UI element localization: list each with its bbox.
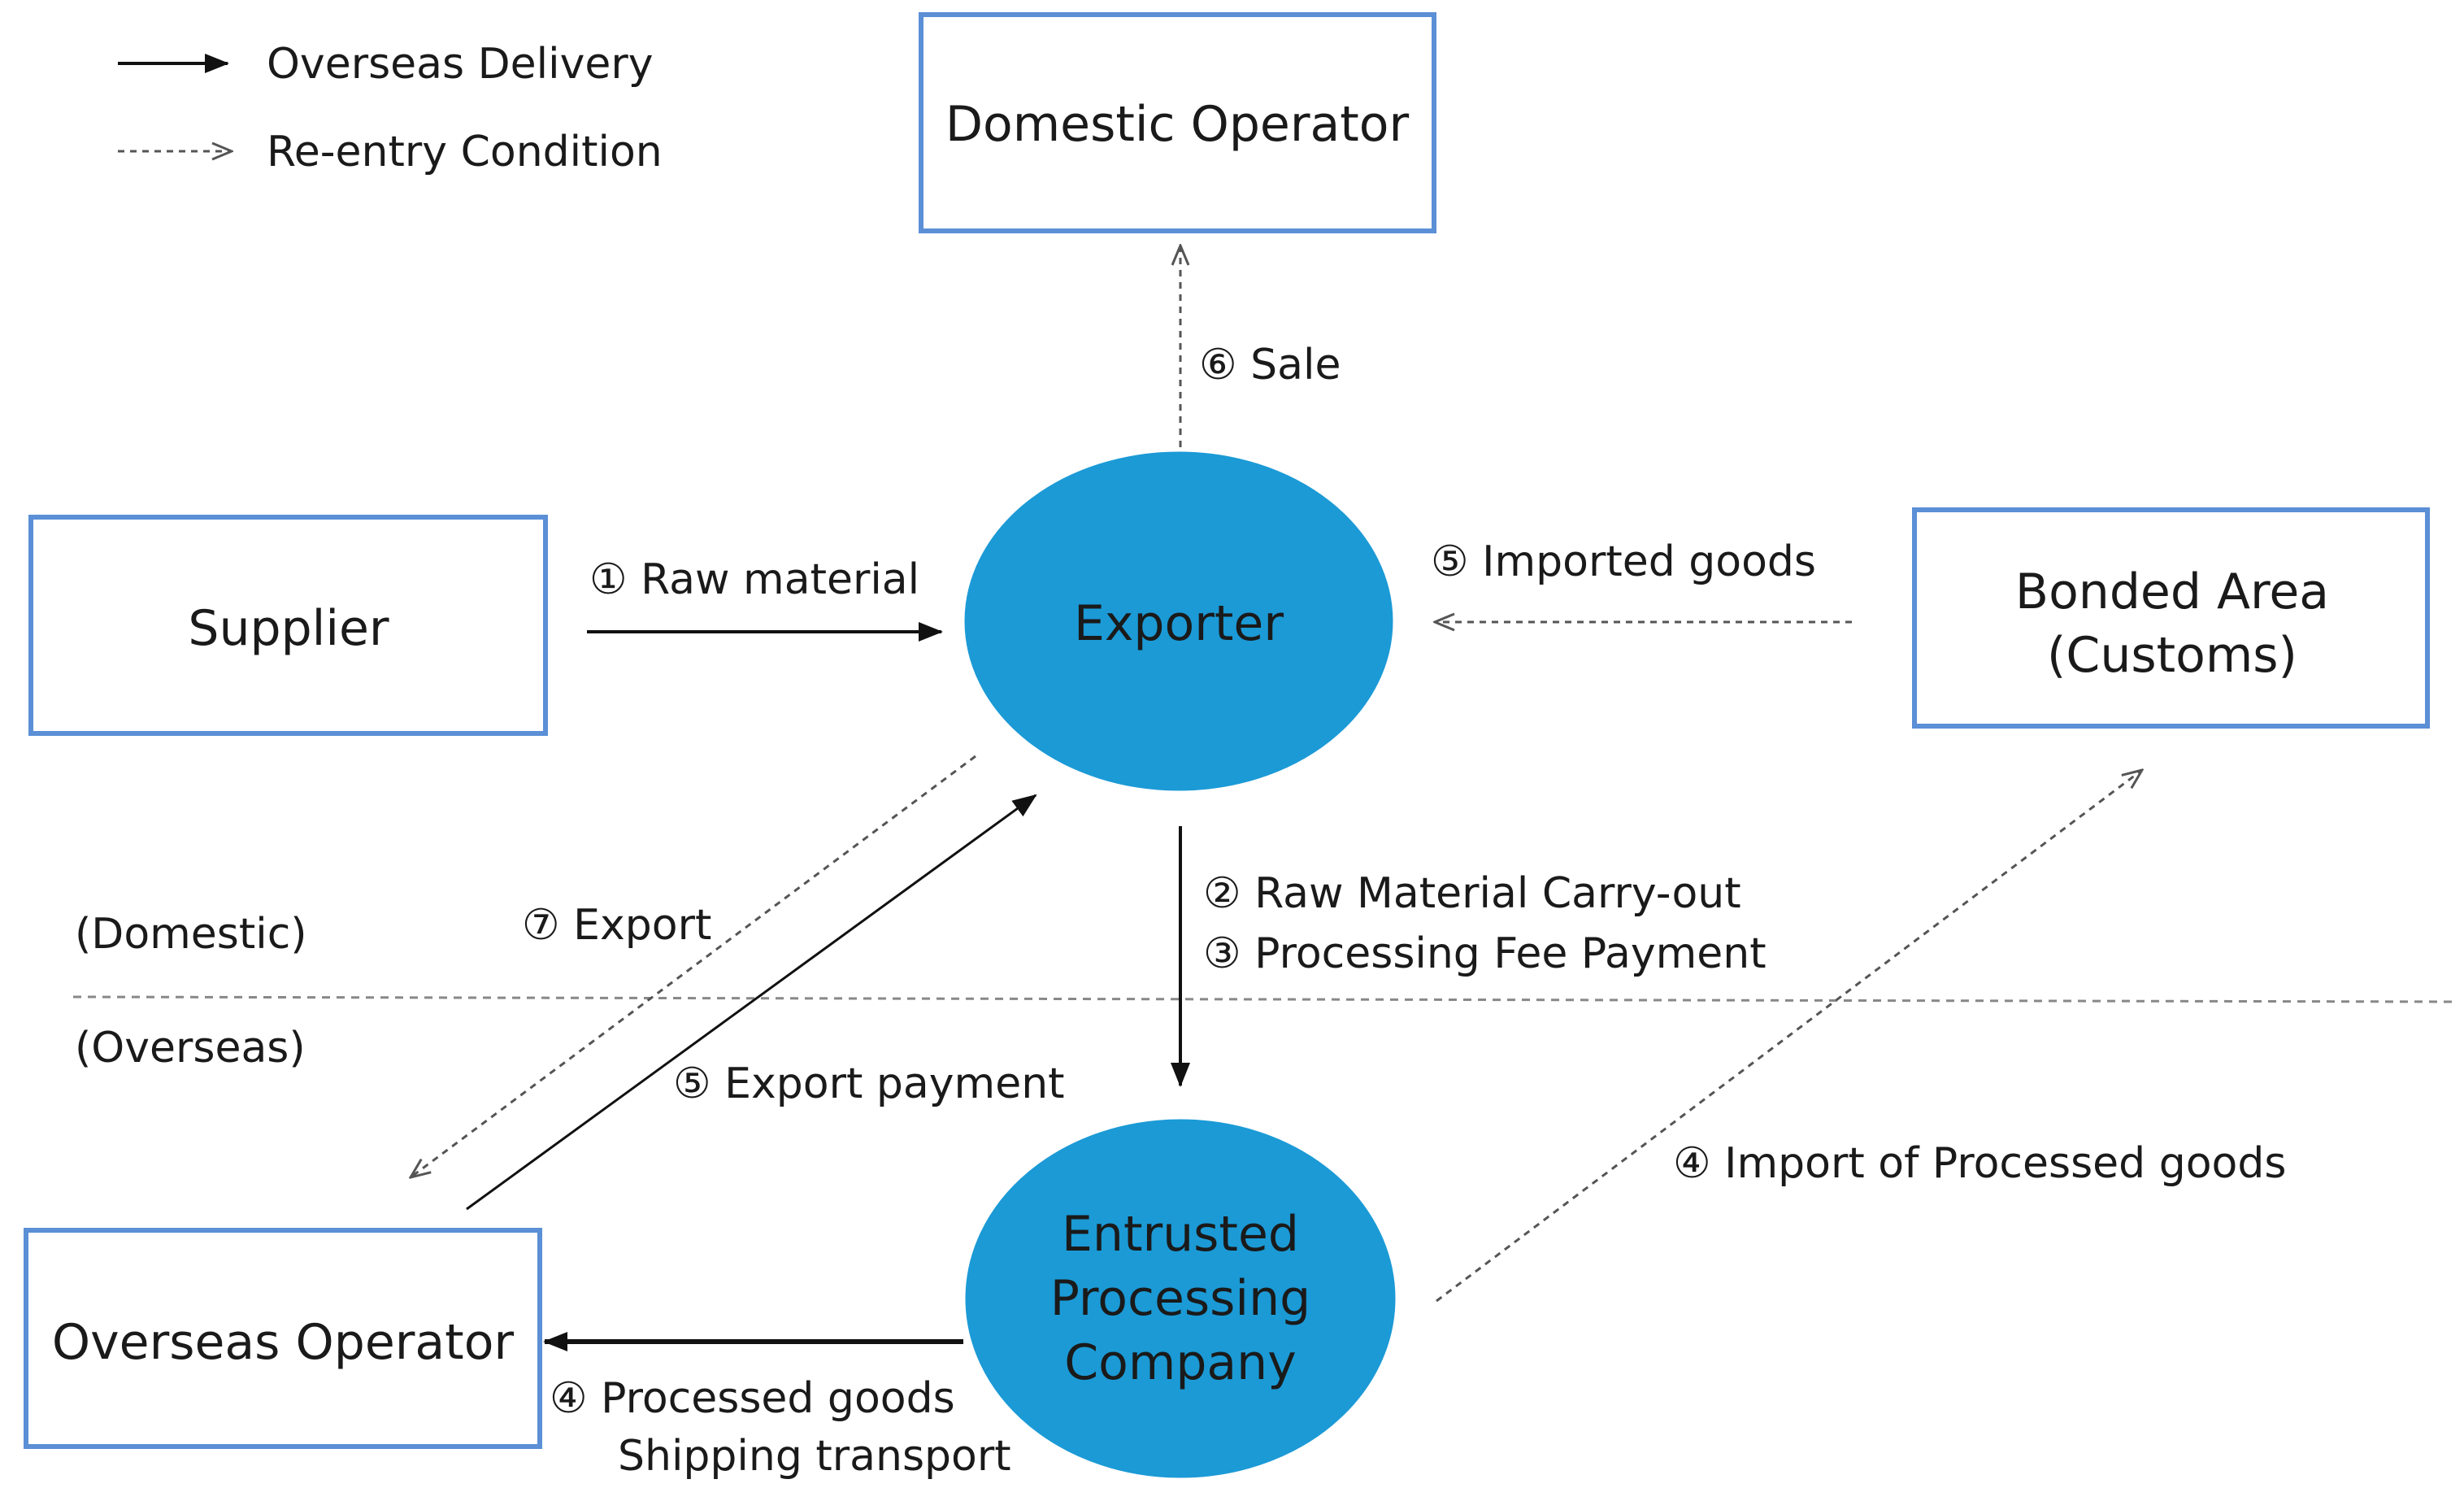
entrusted-label-line3: Company [1064, 1334, 1296, 1391]
import-processed-arrow [1436, 770, 2142, 1303]
overseas-operator-box [24, 1228, 542, 1449]
shipping-transport-label: Shipping transport [618, 1432, 1011, 1481]
overseas-region-label: (Overseas) [75, 1024, 306, 1072]
fee-payment-label: ③ Processing Fee Payment [1203, 929, 1767, 978]
domestic-operator-box [919, 12, 1436, 233]
sale-label: ⑥ Sale [1199, 341, 1341, 389]
imported-goods-label: ⑤ Imported goods [1431, 537, 1816, 586]
overseas-operator-label: Overseas Operator [52, 1314, 514, 1371]
import-processed-label: ④ Import of Processed goods [1673, 1139, 2286, 1188]
export-label: ⑦ Export [522, 901, 711, 950]
supplier-label: Supplier [188, 600, 389, 657]
domestic-region-label: (Domestic) [75, 910, 307, 959]
export-payment-arrow [466, 794, 1037, 1211]
entrusted-label-line1: Entrusted [1062, 1206, 1299, 1263]
carry-out-label: ② Raw Material Carry-out [1203, 869, 1741, 918]
export-arrow [411, 755, 976, 1177]
domestic-operator-node: Domestic Operator [919, 12, 1436, 233]
legend-dashed-label: Re-entry Condition [267, 128, 663, 176]
bonded-area-label-line2: (Customs) [2047, 627, 2297, 684]
bonded-area-node: Bonded Area (Customs) [1912, 507, 2430, 729]
supplier-node: Supplier [28, 515, 548, 736]
entrusted-label-line2: Processing [1050, 1270, 1310, 1327]
domestic-operator-label: Domestic Operator [945, 96, 1410, 153]
processed-goods-label: ④ Processed goods [550, 1374, 955, 1423]
entrusted-processing-ellipse [963, 1116, 1398, 1481]
exporter-ellipse [962, 449, 1396, 794]
overseas-operator-node: Overseas Operator [24, 1228, 542, 1449]
legend: Overseas Delivery Re-entry Condition [118, 40, 663, 176]
legend-solid-label: Overseas Delivery [267, 40, 654, 89]
exporter-node: Exporter [962, 449, 1396, 794]
bonded-area-label-line1: Bonded Area [2015, 563, 2329, 620]
domestic-overseas-divider [72, 995, 2456, 1003]
supplier-box [28, 515, 548, 736]
raw-material-label: ① Raw material [589, 555, 919, 604]
bonded-area-box [1912, 507, 2430, 729]
entrusted-processing-node: Entrusted Processing Company [963, 1116, 1398, 1481]
export-payment-label: ⑤ Export payment [673, 1059, 1065, 1108]
exporter-label: Exporter [1074, 595, 1284, 652]
